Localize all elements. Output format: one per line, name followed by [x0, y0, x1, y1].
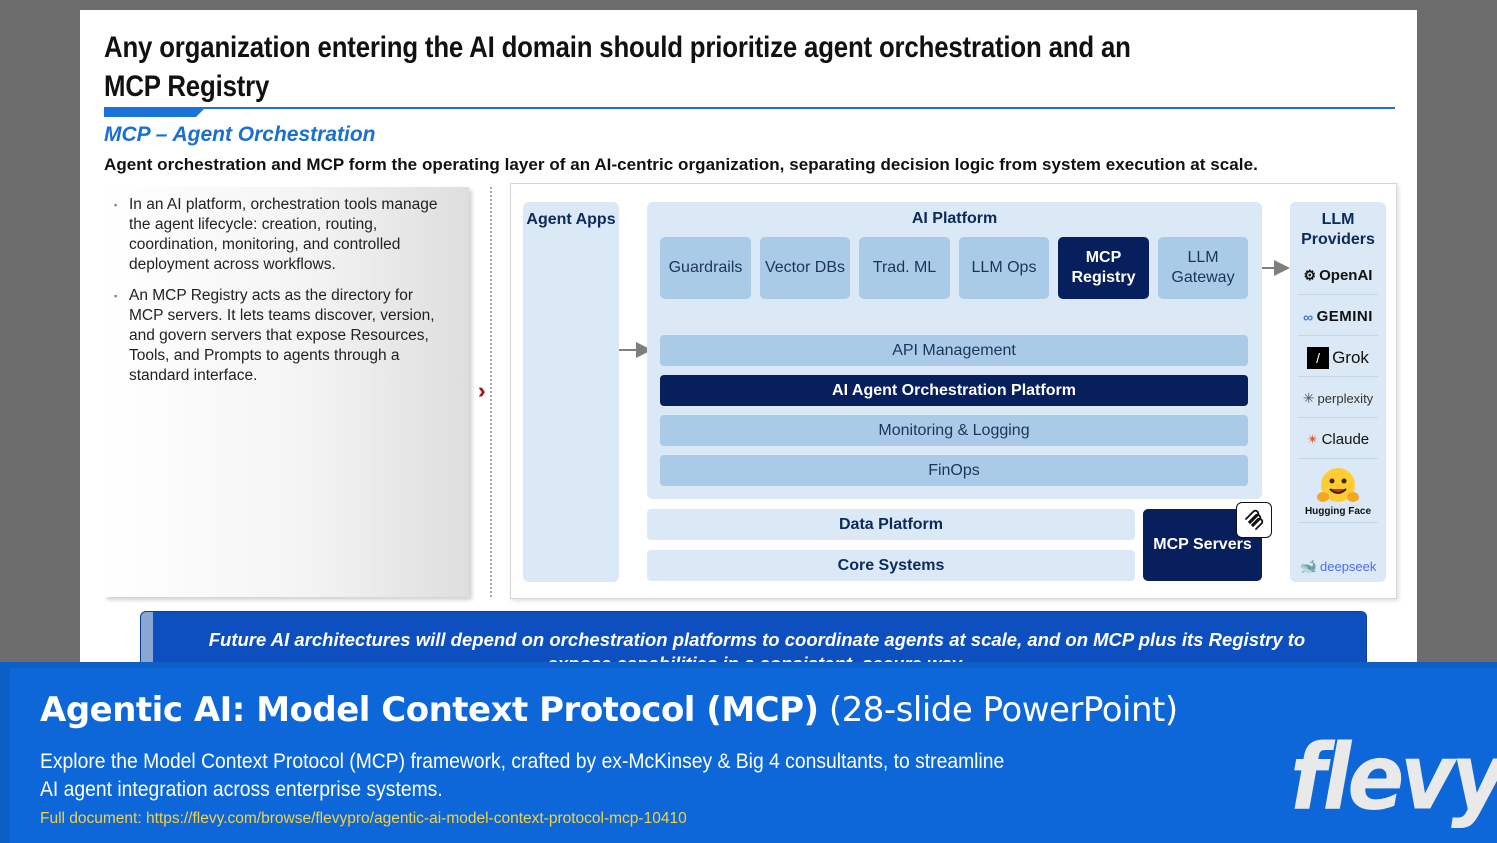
provider-claude: ✴Claude	[1298, 421, 1378, 459]
provider-openai: ⚙OpenAI	[1298, 257, 1378, 295]
mcp-icon	[1236, 502, 1272, 538]
monitoring-logging-bar: Monitoring & Logging	[660, 415, 1248, 446]
footer-panel	[10, 668, 1497, 843]
provider-hugging-face: Hugging Face	[1298, 461, 1378, 523]
bullets-panel: In an AI platform, orchestration tools m…	[104, 187, 469, 597]
perplexity-icon: ✳	[1302, 390, 1315, 406]
banner-accent	[141, 612, 153, 670]
api-management-bar: API Management	[660, 335, 1248, 366]
title-rule-accent	[104, 109, 204, 117]
bullet-item: An MCP Registry acts as the directory fo…	[108, 286, 448, 386]
finops-bar: FinOps	[660, 455, 1248, 486]
mcp-glyph	[1245, 509, 1264, 530]
conclusion-banner: Future AI architectures will depend on o…	[140, 611, 1367, 670]
title-rule	[104, 107, 1395, 109]
claude-icon: ✴	[1306, 431, 1319, 447]
dotted-divider	[490, 187, 492, 597]
ai-platform-title: AI Platform	[911, 210, 998, 227]
bullet-item: In an AI platform, orchestration tools m…	[108, 195, 448, 275]
footer-title: Agentic AI: Model Context Protocol (MCP)…	[40, 690, 1178, 730]
mcp-registry-box: MCP Registry	[1058, 237, 1149, 299]
trad-ml-box: Trad. ML	[859, 237, 950, 299]
provider-grok: /Grok	[1298, 339, 1378, 377]
llm-gateway-box: LLM Gateway	[1158, 237, 1248, 299]
slide: Any organization entering the AI domain …	[80, 10, 1417, 670]
llm-ops-box: LLM Ops	[959, 237, 1049, 299]
bullet-list: In an AI platform, orchestration tools m…	[108, 195, 448, 397]
agent-apps-label: Agent Apps	[526, 211, 616, 228]
data-platform-bar: Data Platform	[647, 509, 1135, 540]
footer-title-bold: Agentic AI: Model Context Protocol (MCP)	[40, 690, 819, 730]
provider-deepseek: 🐋deepseek	[1299, 557, 1377, 574]
footer-description: Explore the Model Context Protocol (MCP)…	[40, 750, 1005, 801]
agent-apps-panel: Agent Apps	[523, 202, 619, 582]
footer-link[interactable]: Full document: https://flevy.com/browse/…	[40, 810, 687, 827]
provider-perplexity: ✳perplexity	[1298, 380, 1378, 418]
hugging-face-icon	[1317, 468, 1359, 502]
gemini-icon: ∞	[1303, 308, 1314, 325]
orchestration-platform-bar: AI Agent Orchestration Platform	[660, 375, 1248, 406]
vector-dbs-box: Vector DBs	[760, 237, 850, 299]
llm-providers-title: LLM Providers	[1301, 211, 1375, 248]
flevy-logo: flevy	[1290, 724, 1497, 830]
footer-title-light: (28-slide PowerPoint)	[828, 690, 1178, 730]
slide-title: Any organization entering the AI domain …	[104, 31, 1131, 103]
section-subtitle: MCP – Agent Orchestration	[104, 123, 376, 146]
grok-icon: /	[1307, 346, 1330, 369]
footer	[0, 662, 1497, 843]
guardrails-box: Guardrails	[660, 237, 751, 299]
llm-providers-panel: LLM Providers ⚙OpenAI ∞GEMINI /Grok ✳per…	[1290, 202, 1386, 582]
architecture-diagram: Agent Apps AI Platform Guardrails Vector…	[510, 183, 1397, 599]
deepseek-icon: 🐋	[1299, 557, 1318, 574]
core-systems-bar: Core Systems	[647, 550, 1135, 581]
chevron-right-icon: ››	[478, 378, 483, 403]
provider-gemini: ∞GEMINI	[1298, 298, 1378, 336]
openai-icon: ⚙	[1303, 267, 1317, 283]
lead-text: Agent orchestration and MCP form the ope…	[104, 155, 1258, 174]
